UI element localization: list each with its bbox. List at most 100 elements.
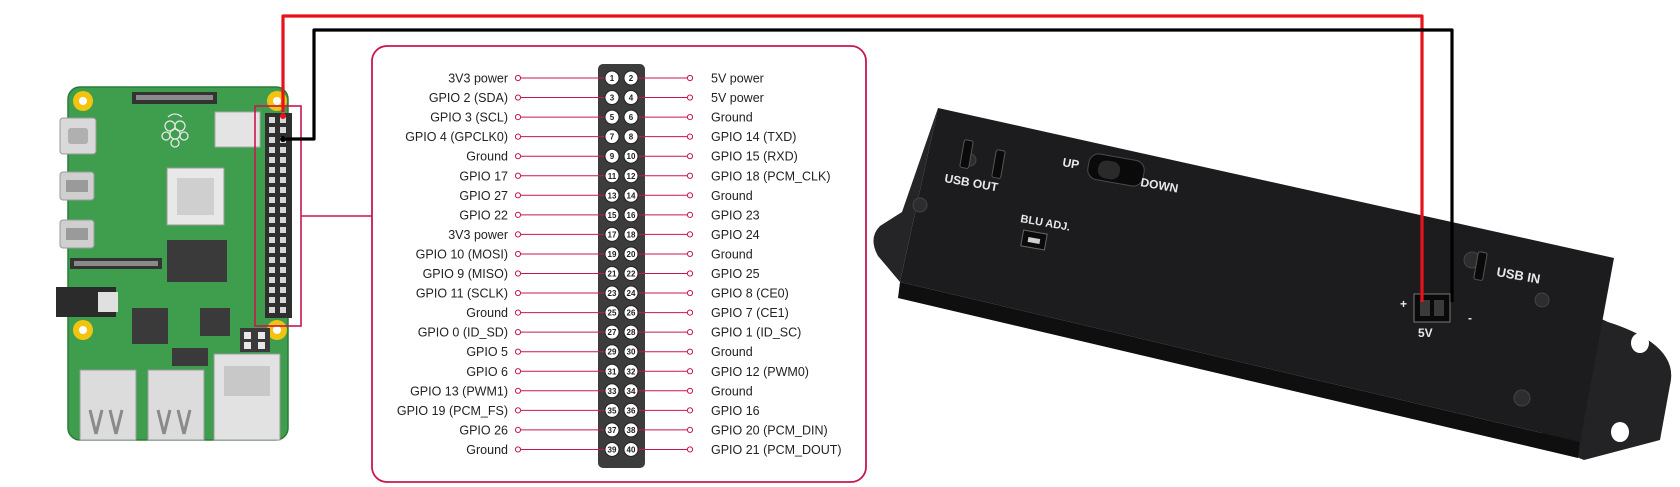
five-v-label: 5V <box>1418 326 1433 340</box>
header-pin <box>269 227 275 233</box>
pin-circle <box>623 383 639 399</box>
pin-number: 11 <box>608 172 617 181</box>
header-pin <box>269 307 275 313</box>
black-ground-wire <box>283 28 1454 302</box>
pin-circle <box>604 207 620 223</box>
pin-leader-dot <box>686 426 694 433</box>
pin-circle <box>604 148 620 164</box>
header-pin <box>280 227 286 233</box>
pin-circle <box>604 70 620 86</box>
pin-number: 30 <box>627 348 636 357</box>
pin-leader-dot <box>514 368 522 375</box>
pin-label-right: GPIO 12 (PWM0) <box>711 365 809 379</box>
pin-number: 5 <box>610 113 615 122</box>
usb-port <box>147 369 205 441</box>
pin-leader-dot <box>686 153 694 160</box>
pin-leader-dot <box>514 211 522 218</box>
pin-number: 28 <box>627 328 636 337</box>
pin-circle <box>604 344 620 360</box>
pin-leader-dot <box>686 407 694 414</box>
pin-number: 35 <box>608 406 617 415</box>
pin-leader-dot <box>514 270 522 277</box>
pin-number: 7 <box>610 133 615 142</box>
header-pin <box>269 167 275 173</box>
pin-circle <box>623 441 639 457</box>
pin-number: 20 <box>627 250 636 259</box>
header-pin <box>269 237 275 243</box>
header-pin <box>269 137 275 143</box>
pin-leader-dot <box>686 289 694 297</box>
device-body <box>900 108 1614 442</box>
pin-circle <box>623 129 639 145</box>
plus-label: + <box>1400 297 1407 311</box>
pin-circle <box>623 266 639 281</box>
header-pin <box>269 177 275 183</box>
pin-label-left: GPIO 10 (MOSI) <box>416 247 508 261</box>
pin-label-right: GPIO 18 (PCM_CLK) <box>711 169 830 183</box>
pin-number: 1 <box>610 74 615 83</box>
pin-label-right: GPIO 20 (PCM_DIN) <box>711 423 828 437</box>
pin-label-right: Ground <box>711 384 753 398</box>
pin-leader-dot <box>686 348 694 355</box>
pin-circle <box>604 285 620 301</box>
pin-circle <box>604 246 620 262</box>
pin-number: 18 <box>627 230 636 239</box>
pin-label-left: GPIO 2 (SDA) <box>429 91 508 105</box>
pin-number: 8 <box>629 133 634 142</box>
pin-circle <box>604 90 620 106</box>
pin-leader-dot <box>686 250 694 258</box>
pin-number: 33 <box>608 387 617 396</box>
screw <box>1534 292 1550 308</box>
pin-label-right: GPIO 7 (CE1) <box>711 306 789 320</box>
header-pin <box>269 297 275 303</box>
pin-leader-dot <box>686 74 694 82</box>
pin-label-left: Ground <box>466 306 508 320</box>
pin-label-left: GPIO 19 (PCM_FS) <box>397 404 508 418</box>
pin-leader-dot <box>514 329 522 336</box>
pin-circle <box>623 90 639 106</box>
pin-label-left: 3V3 power <box>448 72 508 86</box>
header-pin <box>280 307 286 313</box>
pin-leader-dot <box>514 309 522 316</box>
pin-number: 24 <box>627 289 636 298</box>
pin-circle <box>604 305 620 321</box>
pin-leader-dot <box>514 426 522 433</box>
header-pin <box>269 257 275 263</box>
wireless-module <box>214 111 261 148</box>
header-pin <box>280 277 286 283</box>
pin-circle <box>623 168 639 184</box>
pin-leader-dot <box>514 172 522 179</box>
pin-leader-dot <box>514 387 522 394</box>
header-pin <box>269 197 275 203</box>
pin-label-left: Ground <box>466 443 508 457</box>
pin-number: 17 <box>608 230 617 239</box>
usb-in-port <box>1473 251 1488 281</box>
pin-leader-dot <box>514 407 522 414</box>
pin-circle <box>604 422 620 438</box>
pin-label-right: Ground <box>711 247 753 261</box>
pin-circle <box>604 383 620 399</box>
screw <box>1513 389 1531 407</box>
pin-circle <box>623 305 639 321</box>
header-pin <box>280 237 286 243</box>
pin-circle <box>604 324 620 340</box>
wire-end <box>280 113 286 119</box>
pin-label-left: GPIO 4 (GPCLK0) <box>405 130 508 144</box>
pin-number: 36 <box>627 406 636 415</box>
power-chip <box>200 308 230 336</box>
pin-number: 22 <box>627 270 636 279</box>
header-pin <box>280 257 286 263</box>
pin-label-left: GPIO 0 (ID_SD) <box>418 326 508 340</box>
pin-label-left: GPIO 11 (SCLK) <box>416 287 508 301</box>
pin-label-right: GPIO 23 <box>711 208 760 222</box>
header-pin <box>269 127 275 133</box>
ram-chip <box>167 240 227 282</box>
pin-number: 2 <box>629 74 634 83</box>
pin-circle <box>623 363 639 379</box>
pin-number: 31 <box>608 367 617 376</box>
pin-leader-dot <box>686 231 694 238</box>
gpio-header <box>265 113 292 318</box>
pin-label-left: GPIO 6 <box>466 365 508 379</box>
header-pin <box>280 267 286 273</box>
